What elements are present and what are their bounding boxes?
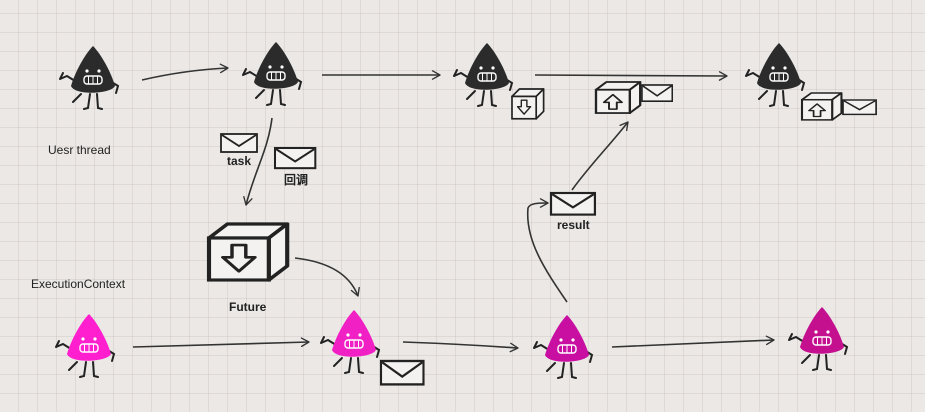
future-label: Future [229, 300, 267, 314]
exec-context-creature-4 [788, 306, 848, 371]
future-box-icon [209, 224, 287, 280]
result-envelope-icon [549, 191, 597, 216]
user-thread-creature-2 [242, 41, 302, 106]
task-envelope-icon [220, 133, 258, 153]
arrow-submit-task [243, 117, 273, 206]
exec-context-creature-1 [55, 313, 115, 378]
user-thread-creature-1 [59, 45, 119, 110]
arrow-exec-2-to-3 [402, 341, 519, 353]
user-thread-creature-3 [453, 42, 513, 107]
result-label: result [557, 218, 590, 232]
user-thread-label: Uesr thread [48, 143, 111, 157]
callback-label: 回调 [284, 173, 309, 187]
user-thread-creature-4 [745, 42, 805, 107]
final-envelope-icon [842, 99, 877, 116]
user-future-box-icon [511, 88, 545, 120]
callback-envelope-icon [273, 146, 317, 170]
arrow-result-up [526, 198, 568, 303]
arrow-result-to-box [571, 121, 629, 191]
final-box-icon [800, 91, 843, 121]
arrow-exec-1-to-2 [132, 337, 310, 348]
exec-context-creature-2 [320, 309, 380, 374]
completed-box-icon [594, 80, 642, 115]
exec-context-creature-3 [533, 314, 593, 379]
arrow-future-to-exec [294, 257, 360, 297]
arrow-user-1-to-2 [141, 63, 229, 81]
pending-envelope-icon [641, 84, 674, 103]
arrow-user-3-to-4 [534, 71, 728, 81]
execution-context-label: ExecutionContext [31, 277, 126, 291]
task-label: task [227, 154, 252, 168]
arrow-exec-3-to-4 [611, 335, 775, 348]
exec-envelope-icon [379, 359, 425, 386]
